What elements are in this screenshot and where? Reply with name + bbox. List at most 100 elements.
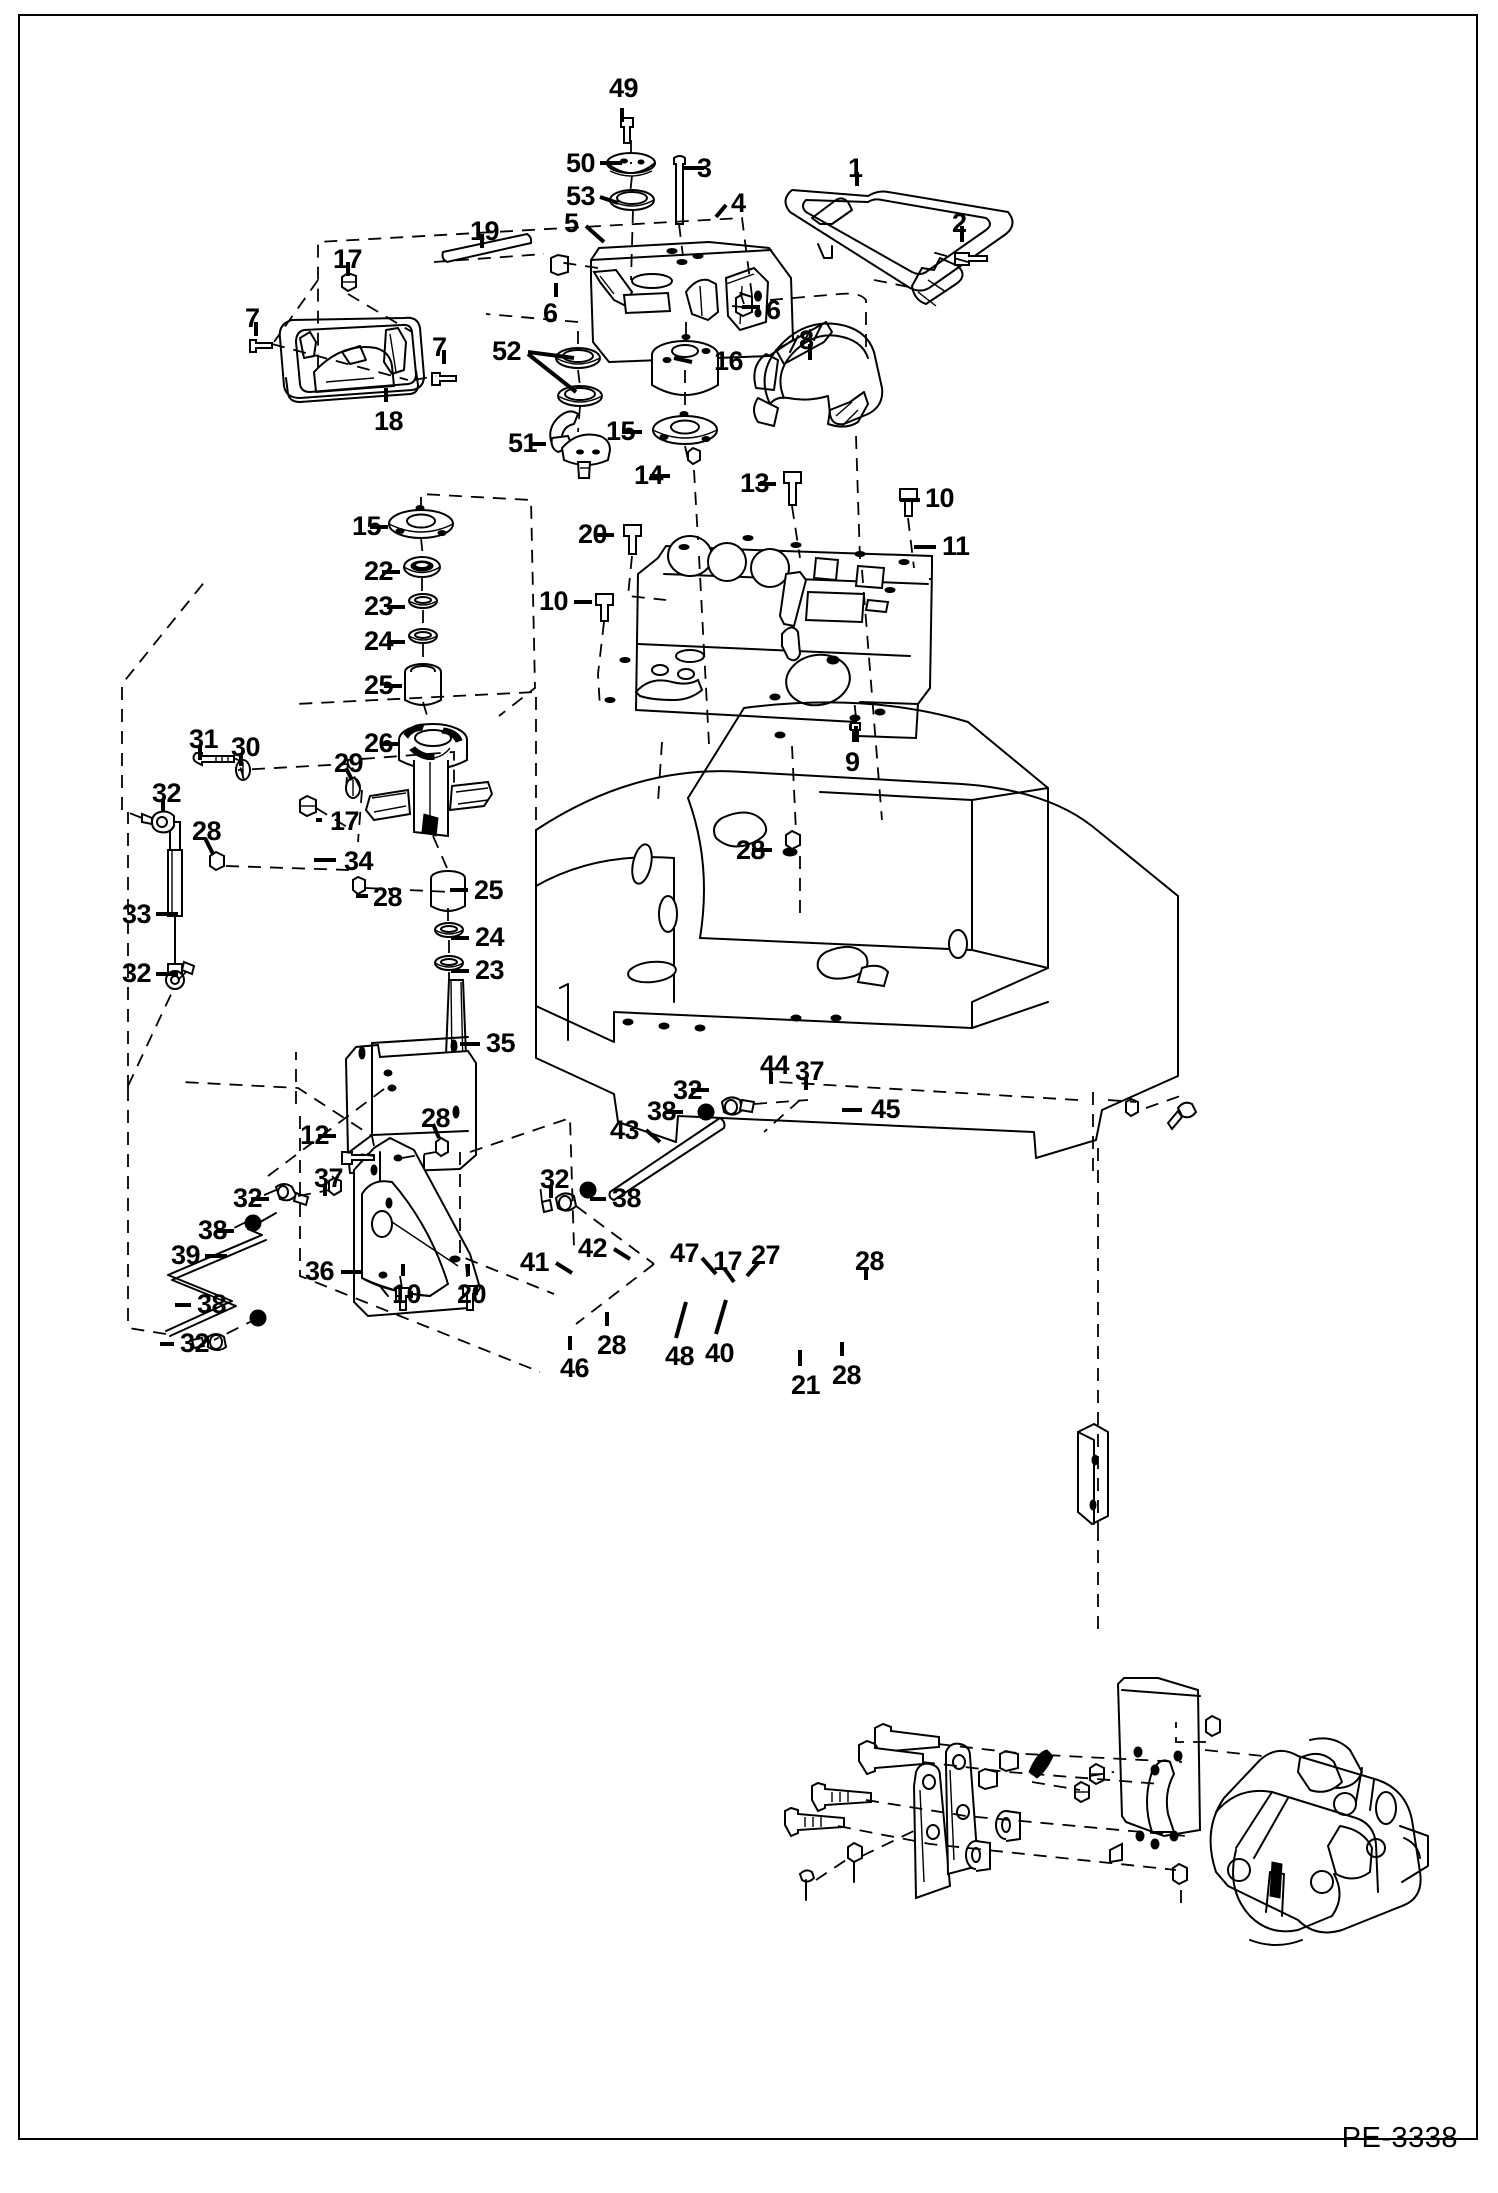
part-52-seal-lower xyxy=(557,385,603,407)
part-17-nut-link-lower xyxy=(1074,1780,1090,1804)
part-20-bolt-upper xyxy=(623,524,642,555)
callout-7-left: 7 xyxy=(245,303,260,333)
callout-21: 21 xyxy=(791,1370,821,1400)
part-44-block xyxy=(1077,1422,1109,1526)
callout-30: 30 xyxy=(231,732,261,762)
part-49-screw xyxy=(620,117,634,144)
part-47-spacer-upper xyxy=(999,1749,1019,1773)
part-28-nut-link xyxy=(847,1841,863,1883)
callout-46: 46 xyxy=(560,1353,590,1383)
callout-23-upper: 23 xyxy=(364,591,394,621)
part-14-nut xyxy=(687,446,701,466)
callout-28-chassis: 28 xyxy=(736,835,766,865)
callout-25-lower: 25 xyxy=(474,875,504,905)
part-7-bolt-right xyxy=(431,372,457,386)
part-5-cover xyxy=(590,240,795,364)
part-32-rod-end-39-upper xyxy=(274,1183,310,1207)
part-46-fitting xyxy=(798,1869,816,1901)
callout-22: 22 xyxy=(364,556,394,586)
callout-33: 33 xyxy=(122,899,152,929)
part-36-pedal-bracket xyxy=(353,1136,482,1318)
callout-10-pedal: 10 xyxy=(392,1279,422,1309)
part-28-nut-chassis xyxy=(785,829,801,851)
part-17-nut-upper xyxy=(341,271,357,293)
part-41-bolt-upper xyxy=(811,1781,872,1813)
callout-40: 40 xyxy=(705,1338,735,1368)
callout-1: 1 xyxy=(848,153,863,183)
callout-3: 3 xyxy=(697,153,712,183)
callout-50: 50 xyxy=(566,148,596,178)
part-28-nut-b xyxy=(352,875,366,896)
callout-34: 34 xyxy=(344,846,374,876)
callout-49: 49 xyxy=(609,73,639,103)
callout-25-upper: 25 xyxy=(364,670,394,700)
callout-26: 26 xyxy=(364,728,394,758)
part-10-bolt-pedal xyxy=(395,1287,413,1311)
callout-17-upper: 17 xyxy=(333,244,363,274)
callout-15-column: 15 xyxy=(352,511,382,541)
part-29-washer xyxy=(345,777,361,799)
part-50-cap xyxy=(606,152,656,177)
callout-32-strut-lower: 32 xyxy=(122,958,152,988)
callout-38-39-upper: 38 xyxy=(198,1215,228,1245)
callout-28-plate-lower: 28 xyxy=(832,1360,862,1390)
part-15-washer-upper xyxy=(652,411,718,445)
diagram-border xyxy=(18,14,1478,2140)
callout-44: 44 xyxy=(760,1050,790,1080)
part-43-rod xyxy=(608,1116,726,1202)
callout-5: 5 xyxy=(564,208,579,238)
callout-27: 27 xyxy=(751,1240,781,1270)
part-20-bolt-pedal xyxy=(462,1285,478,1311)
callout-16: 16 xyxy=(714,346,744,376)
callout-32-39-lower: 32 xyxy=(180,1328,210,1358)
part-45-fitting xyxy=(1166,1101,1198,1131)
part-40-bushing-lower xyxy=(965,1840,991,1872)
part-22-bearing xyxy=(403,556,441,578)
callout-45: 45 xyxy=(871,1094,901,1124)
callout-18: 18 xyxy=(374,406,404,436)
callout-53: 53 xyxy=(566,181,596,211)
callout-48: 48 xyxy=(665,1341,695,1371)
callout-28-b: 28 xyxy=(373,882,403,912)
callout-28-a: 28 xyxy=(192,816,222,846)
callout-6-left: 6 xyxy=(543,298,558,328)
part-26-steering-column xyxy=(364,723,494,838)
part-51-lever xyxy=(549,410,612,479)
callout-17-bracket: 17 xyxy=(330,806,360,836)
part-21-mount-plate xyxy=(1109,1677,1202,1864)
part-37-nut-44 xyxy=(1125,1097,1139,1118)
part-47-spacer-lower xyxy=(978,1767,998,1791)
part-38-nut-43-upper xyxy=(697,1103,715,1121)
part-31-bolt xyxy=(192,752,235,767)
callout-10-right: 10 xyxy=(925,483,955,513)
part-8-grab-handle xyxy=(753,321,884,428)
callout-31: 31 xyxy=(189,724,219,754)
part-32-rod-end-39-lower xyxy=(190,1333,228,1351)
callout-14: 14 xyxy=(634,460,664,490)
callout-47: 47 xyxy=(670,1238,700,1268)
part-32-rod-end-upper xyxy=(141,810,175,834)
callout-38-43-lower: 38 xyxy=(612,1183,642,1213)
callout-32-39-upper: 32 xyxy=(233,1183,263,1213)
callout-37-44: 37 xyxy=(795,1056,825,1086)
callout-6-right: 6 xyxy=(766,295,781,325)
part-41-bolt-lower xyxy=(784,1806,845,1838)
part-19-rod xyxy=(441,232,533,264)
part-28-nut-pedal xyxy=(435,1136,449,1158)
part-7-bolt-left xyxy=(249,339,273,353)
part-2-bolt xyxy=(954,252,988,266)
callout-20-pedal: 20 xyxy=(457,1279,487,1309)
part-32-rod-end-43-upper xyxy=(720,1096,756,1116)
part-52-seal-upper xyxy=(555,347,601,369)
part-23-oring-upper xyxy=(408,593,438,609)
part-33-gas-strut xyxy=(167,821,183,967)
part-48-link-left xyxy=(912,1762,952,1900)
callout-32-43-upper: 32 xyxy=(673,1075,703,1105)
callout-20-upper: 20 xyxy=(578,519,608,549)
part-10-bolt-right xyxy=(899,488,918,517)
callout-8: 8 xyxy=(799,325,814,355)
drawing-code: PE-3338 xyxy=(1341,2122,1458,2154)
callout-12: 12 xyxy=(300,1120,330,1150)
